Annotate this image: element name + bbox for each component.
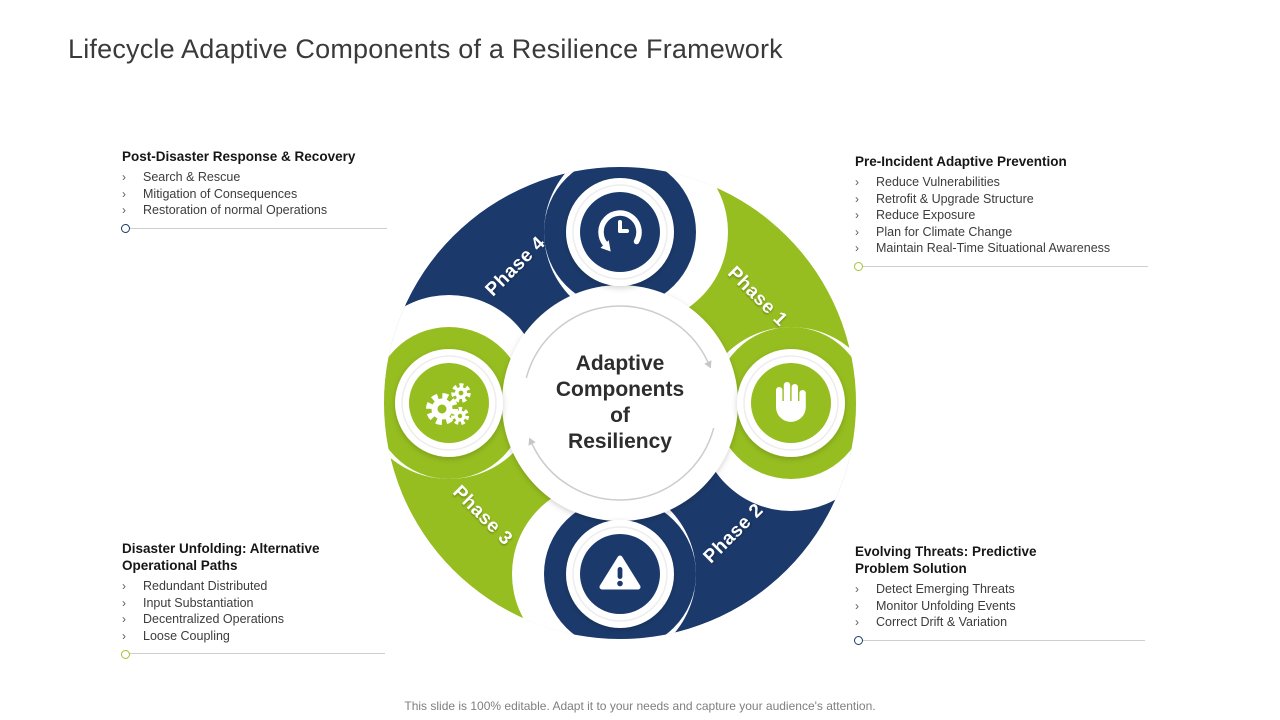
cycle-diagram-svg <box>384 167 856 639</box>
bullet-item: › Maintain Real-Time Situational Awarenes… <box>855 240 1151 257</box>
bullet-text: Loose Coupling <box>143 628 230 643</box>
cycle-arrows <box>525 305 715 501</box>
bullet-text: Maintain Real-Time Situational Awareness <box>876 241 1111 255</box>
bullet-item: › Plan for Climate Change <box>855 224 1151 241</box>
bullet-marker: › <box>855 191 859 206</box>
gears-icon <box>395 349 503 457</box>
block-title: Evolving Threats: Predictive Problem Sol… <box>855 544 1037 576</box>
divider-dot <box>854 636 863 645</box>
bullet-marker: › <box>122 170 126 184</box>
bullet-item: › Loose Coupling <box>122 628 388 645</box>
bullet-text: Reduce Vulnerabilities <box>876 175 1000 189</box>
bullet-marker: › <box>855 224 859 239</box>
bullet-item: › Restoration of normal Operations <box>122 202 392 219</box>
bullet-text: Correct Drift & Variation <box>876 615 1008 629</box>
cycle-diagram: Phase 1 Phase 2 Phase 3 Phase 4 Adaptive… <box>380 163 860 643</box>
slide-title: Lifecycle Adaptive Components of a Resil… <box>68 34 783 64</box>
bullet-list: › Detect Emerging Threats › Monitor Unfold… <box>855 581 1148 631</box>
divider-dot <box>121 224 130 233</box>
divider-dot <box>121 649 130 659</box>
bullet-item: › Retrofit & Upgrade Structure <box>855 191 1151 208</box>
divider <box>854 636 1145 645</box>
block-title: Post-Disaster Response & Recovery <box>122 149 356 164</box>
bullet-marker: › <box>855 598 859 613</box>
bullet-marker: › <box>122 595 126 610</box>
center-circle <box>502 285 738 521</box>
warning-icon <box>566 520 674 628</box>
bullet-marker: › <box>855 175 859 189</box>
text-block-post-disaster: Post-Disaster Response & Recovery › Searc… <box>121 148 392 233</box>
bullet-item: › Correct Drift & Variation <box>855 614 1148 631</box>
bullet-item: › Redundant Distributed <box>122 578 388 595</box>
bullet-marker: › <box>122 612 126 626</box>
bullet-item: › Reduce Exposure <box>855 207 1151 224</box>
arrowhead-icon <box>528 437 536 446</box>
bullet-marker: › <box>122 186 126 201</box>
divider <box>121 649 385 659</box>
block-title: Disaster Unfolding: Alternative Operatio… <box>122 541 320 573</box>
bullet-marker: › <box>855 582 859 596</box>
bullet-marker: › <box>855 208 859 222</box>
bullet-list: › Redundant Distributed › Input Substantia… <box>122 578 388 644</box>
bullet-marker: › <box>122 579 126 593</box>
bullet-text: Search & Rescue <box>143 170 241 184</box>
bullet-list: › Search & Rescue › Mitigation of Conseque… <box>122 169 392 219</box>
divider-dot <box>854 262 863 271</box>
bullet-text: Redundant Distributed <box>143 579 268 593</box>
bullet-marker: › <box>855 241 859 255</box>
divider <box>854 262 1148 271</box>
bullet-item: › Mitigation of Consequences <box>122 186 392 203</box>
bullet-text: Plan for Climate Change <box>876 224 1013 239</box>
bullet-marker: › <box>122 203 126 217</box>
history-icon <box>566 178 674 286</box>
text-block-disaster-unfolding: Disaster Unfolding: Alternative Operatio… <box>121 540 388 659</box>
bullet-item: › Search & Rescue <box>122 169 392 186</box>
bullet-text: Reduce Exposure <box>876 208 976 222</box>
bullet-marker: › <box>855 615 859 629</box>
bullet-item: › Reduce Vulnerabilities <box>855 174 1151 191</box>
bullet-item: › Decentralized Operations <box>122 611 388 628</box>
bullet-item: › Monitor Unfolding Events <box>855 598 1148 615</box>
bullet-text: Detect Emerging Threats <box>876 582 1015 596</box>
bullet-text: Input Substantiation <box>143 595 254 610</box>
text-block-pre-incident: Pre-Incident Adaptive Prevention › Reduce… <box>854 153 1151 271</box>
block-title: Pre-Incident Adaptive Prevention <box>855 154 1067 169</box>
bullet-text: Restoration of normal Operations <box>143 203 328 217</box>
bullet-text: Retrofit & Upgrade Structure <box>876 191 1034 206</box>
text-block-evolving-threats: Evolving Threats: Predictive Problem Sol… <box>854 543 1148 645</box>
bullet-item: › Detect Emerging Threats <box>855 581 1148 598</box>
bullet-item: › Input Substantiation <box>122 595 388 612</box>
diagram-center-label: Adaptive Components of Resiliency <box>555 352 685 453</box>
bullet-text: Monitor Unfolding Events <box>876 598 1016 613</box>
bullet-marker: › <box>122 628 126 643</box>
bullet-text: Mitigation of Consequences <box>143 186 298 201</box>
bullet-list: › Reduce Vulnerabilities › Retrofit & Upgr… <box>855 174 1151 257</box>
stop-hand-icon <box>737 349 845 457</box>
arrowhead-icon <box>704 360 712 369</box>
bullet-text: Decentralized Operations <box>143 612 285 626</box>
footer-note: This slide is 100% editable. Adapt it to… <box>404 699 876 713</box>
divider <box>121 224 387 233</box>
